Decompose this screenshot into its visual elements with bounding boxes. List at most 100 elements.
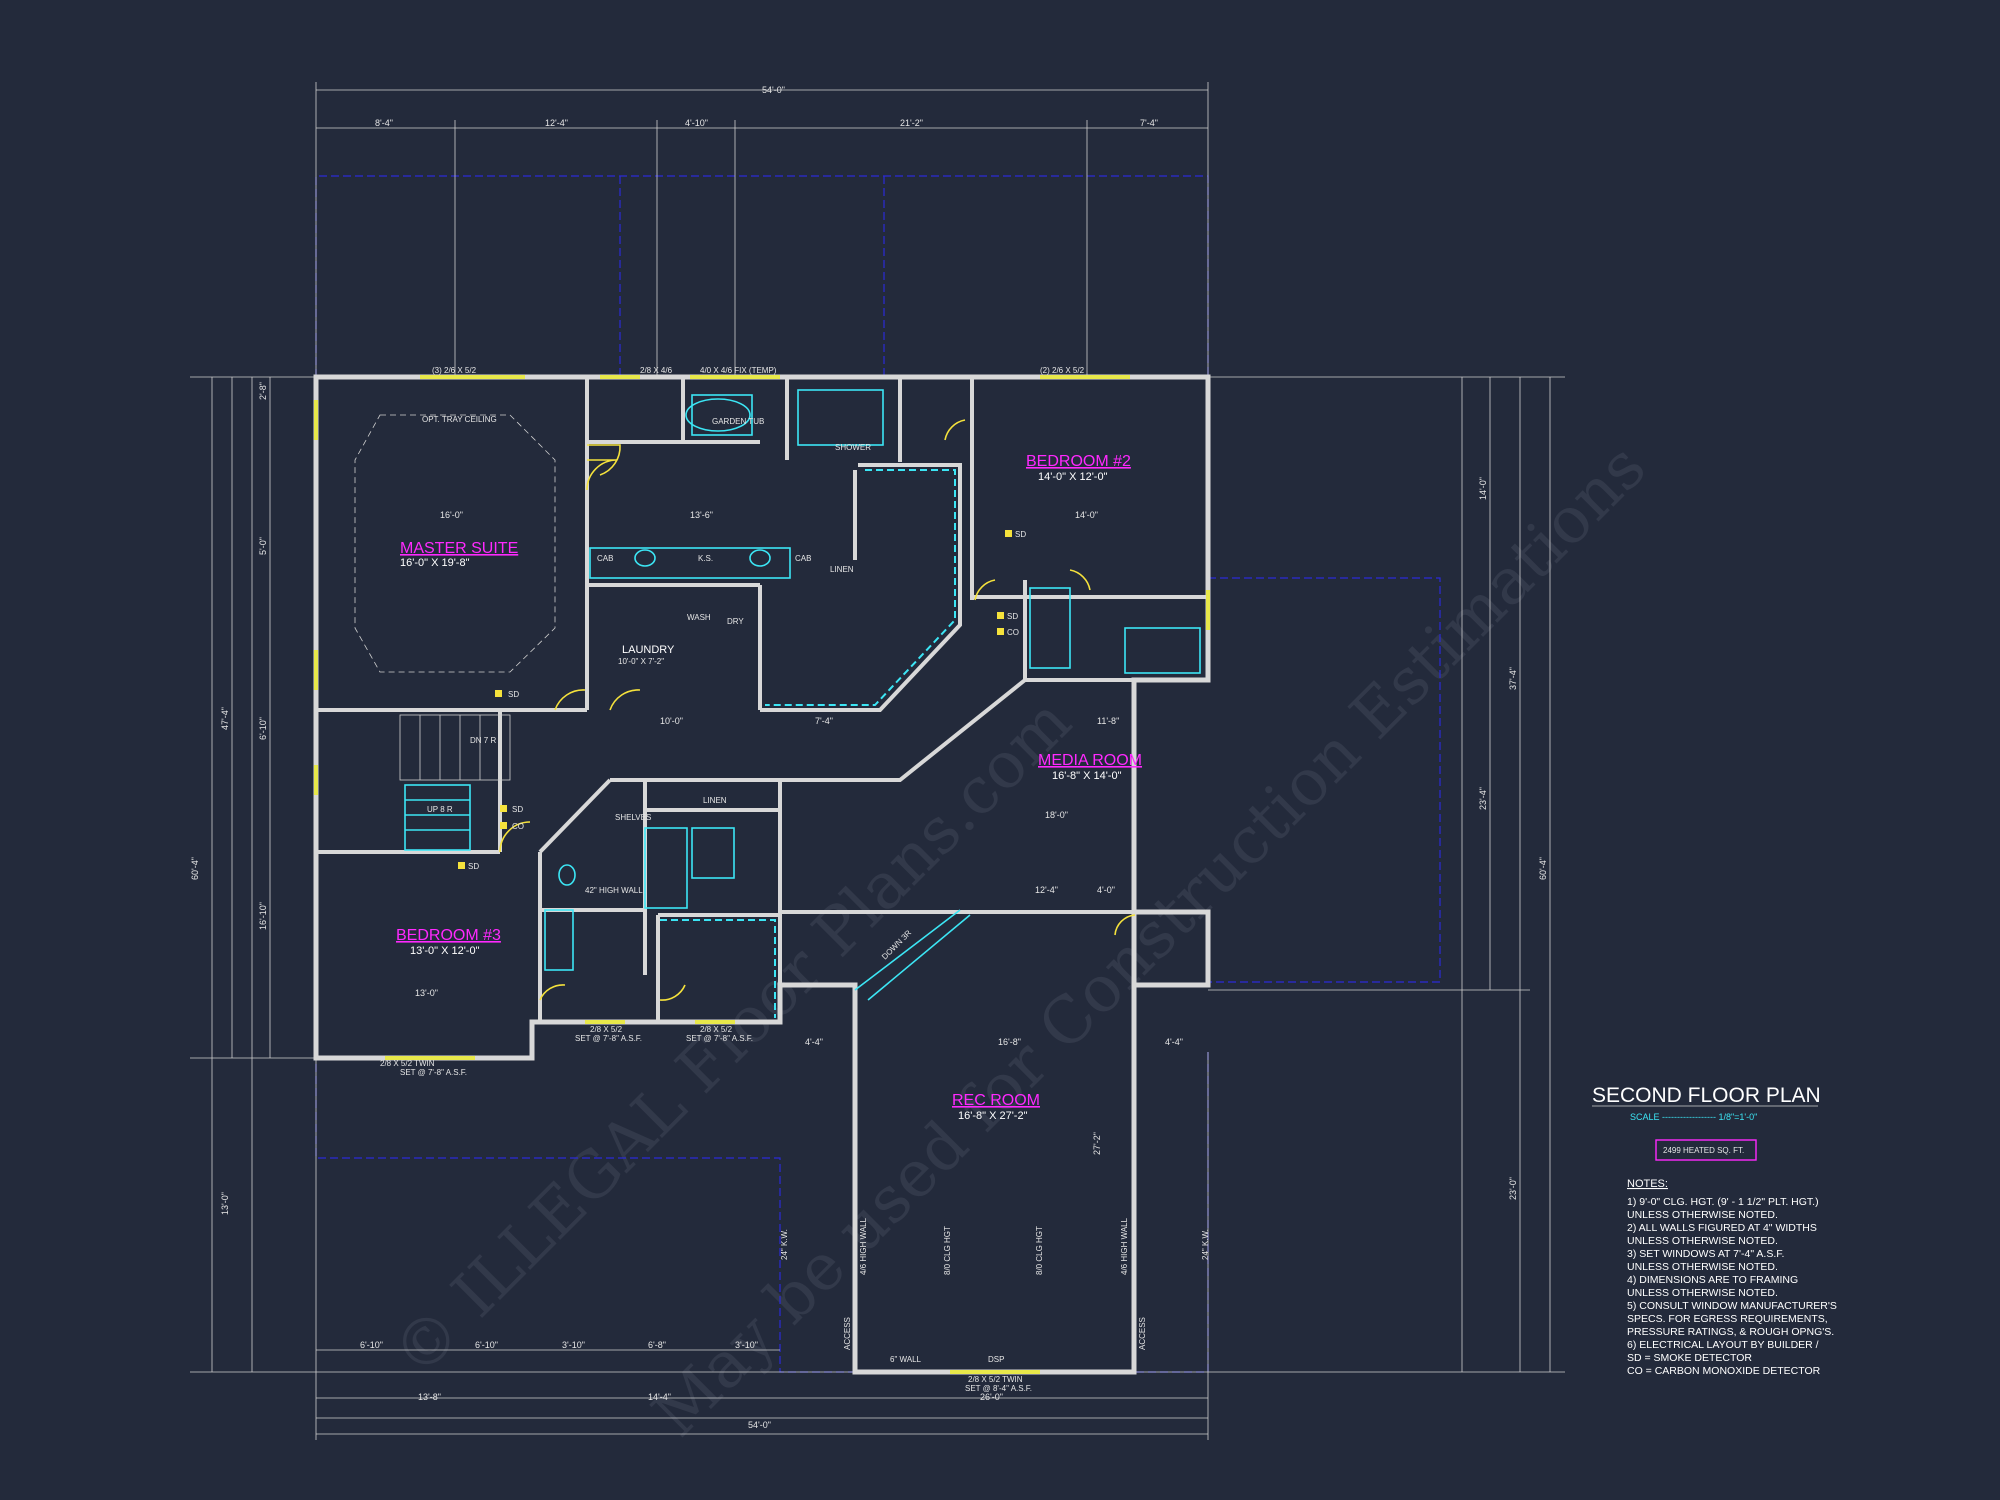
dim-bottom-8: 3'-10" — [735, 1340, 758, 1350]
lbl-window-8b: SET @ 8'-4" A.S.F. — [965, 1384, 1032, 1393]
dim-left-overall: 60'-4" — [190, 857, 200, 880]
note-line-10: SPECS. FOR EGRESS REQUIREMENTS, — [1627, 1313, 1828, 1325]
lbl-shower: SHOWER — [835, 443, 871, 452]
drawing-title: SECOND FLOOR PLAN — [1592, 1084, 1821, 1107]
dim-left-4: 5'-0" — [258, 537, 268, 555]
lbl-ks: K.S. — [698, 554, 713, 563]
dim-interior-5: 7'-4" — [815, 716, 833, 726]
dim-bottom-3: 26'-0" — [980, 1392, 1003, 1402]
lbl-wash: WASH — [687, 613, 711, 622]
notes-heading: NOTES: — [1627, 1178, 1668, 1190]
dim-bottom-4: 6'-10" — [360, 1340, 383, 1350]
lbl-window-7: 2/8 X 5/2 — [700, 1025, 733, 1034]
lbl-sd-2: SD — [512, 805, 523, 814]
room-name-bedroom2: BEDROOM #2 — [1026, 453, 1131, 470]
lbl-dry: DRY — [727, 617, 744, 626]
dim-interior-9: 13'-0" — [415, 988, 438, 998]
lbl-window-3: 4/0 X 4/6 FIX (TEMP) — [700, 366, 777, 375]
dim-top-5: 7'-4" — [1140, 118, 1158, 128]
note-line-8: UNLESS OTHERWISE NOTED. — [1627, 1287, 1778, 1299]
lbl-hw-right: 4/6 HIGH WALL — [1120, 1217, 1129, 1275]
room-name-bedroom3: BEDROOM #3 — [396, 927, 501, 944]
room-name-laundry: LAUNDRY — [622, 644, 675, 656]
lbl-sd-3: SD — [468, 862, 479, 871]
lbl-high-wall: 42" HIGH WALL — [585, 886, 643, 895]
room-size-bedroom2: 14'-0" X 12'-0" — [1038, 471, 1108, 483]
dim-right-overall: 60'-4" — [1538, 857, 1548, 880]
dim-bottom-6: 3'-10" — [562, 1340, 585, 1350]
tray-ceiling — [354, 414, 556, 673]
note-line-2: UNLESS OTHERWISE NOTED. — [1627, 1209, 1778, 1221]
lbl-sd-4: SD — [1015, 530, 1026, 539]
dim-left-7: 2'-8" — [258, 382, 268, 400]
dim-interior-6: 11'-8" — [1097, 716, 1119, 726]
lbl-sd-5: SD — [1007, 612, 1018, 621]
lbl-window-7b: SET @ 7'-8" A.S.F. — [686, 1034, 753, 1043]
note-line-1: 1) 9'-0" CLG. HGT. (9' - 1 1/2" PLT. HGT… — [1627, 1196, 1819, 1208]
note-line-4: UNLESS OTHERWISE NOTED. — [1627, 1235, 1778, 1247]
dim-top-4: 21'-2" — [900, 118, 923, 128]
lbl-linen-2: LINEN — [703, 796, 727, 805]
dim-left-5: 6'-10" — [258, 717, 268, 740]
lbl-up: UP 8 R — [427, 805, 453, 814]
room-size-bedroom3: 13'-0" X 12'-0" — [410, 945, 480, 957]
lbl-window-1: (3) 2/6 X 5/2 — [432, 366, 477, 375]
lbl-window-5b: SET @ 7'-8" A.S.F. — [400, 1068, 467, 1077]
dim-left-3: 13'-0" — [220, 1192, 230, 1215]
room-labels: MASTER SUITE 16'-0" X 19'-8" BEDROOM #2 … — [396, 453, 1142, 1122]
heated-area: 2499 HEATED SQ. FT. — [1663, 1146, 1744, 1155]
lbl-garden-tub: GARDEN TUB — [712, 417, 764, 426]
dim-overall-bottom: 54'-0" — [748, 1420, 771, 1430]
title-block: SECOND FLOOR PLAN SCALE ----------------… — [1592, 1084, 1837, 1377]
lbl-linen-1: LINEN — [830, 565, 854, 574]
watermark: © ILLEGAL Floor Plans.com May be used fo… — [379, 430, 1660, 1451]
lbl-access-right: ACCESS — [1138, 1317, 1147, 1350]
note-line-7: 4) DIMENSIONS ARE TO FRAMING — [1627, 1274, 1798, 1286]
lbl-kw-left: 24" K.W. — [780, 1229, 789, 1260]
dim-bottom-1: 13'-8" — [418, 1392, 441, 1402]
exterior-walls — [313, 374, 1211, 1375]
room-name-rec: REC ROOM — [952, 1092, 1040, 1109]
dim-interior-7: 18'-0" — [1045, 810, 1068, 820]
lbl-window-2: 2/8 X 4/6 — [640, 366, 673, 375]
note-line-5: 3) SET WINDOWS AT 7'-4" A.S.F. — [1627, 1248, 1784, 1260]
dim-right-2: 37'-4" — [1508, 667, 1518, 690]
dimension-texts: 54'-0" 8'-4" 12'-4" 4'-10" 21'-2" 7'-4" … — [190, 85, 1548, 1430]
lbl-co-2: CO — [1007, 628, 1019, 637]
dim-right-3: 23'-4" — [1478, 787, 1488, 810]
detectors — [458, 530, 1012, 869]
lbl-window-6b: SET @ 7'-8" A.S.F. — [575, 1034, 642, 1043]
dim-interior-14: 27'-2" — [1092, 1132, 1102, 1155]
dim-interior-4: 10'-0" — [660, 716, 683, 726]
room-name-media: MEDIA ROOM — [1038, 752, 1142, 769]
lbl-cab-2: CAB — [795, 554, 811, 563]
dim-interior-3: 14'-0" — [1075, 510, 1098, 520]
dim-left-6: 16'-10" — [258, 902, 268, 930]
dim-top-2: 12'-4" — [545, 118, 568, 128]
windows — [314, 375, 1210, 1374]
lbl-window-6: 2/8 X 5/2 — [590, 1025, 623, 1034]
bottom-dimension-lines — [190, 1052, 1565, 1440]
room-name-master: MASTER SUITE — [400, 540, 518, 557]
dim-left-2: 47'-4" — [220, 707, 230, 730]
drawing-scale: SCALE ------------------ 1/8"=1'-0" — [1630, 1112, 1757, 1122]
dim-bottom-5: 6'-10" — [475, 1340, 498, 1350]
lbl-dsp: DSP — [988, 1355, 1004, 1364]
dim-top-3: 4'-10" — [685, 118, 708, 128]
dim-overall-top: 54'-0" — [762, 85, 785, 95]
lbl-hw-left: 4/6 HIGH WALL — [859, 1217, 868, 1275]
lbl-clg-right: 8/0 CLG HGT — [1035, 1226, 1044, 1275]
lbl-co-1: CO — [512, 822, 524, 831]
room-size-media: 16'-8" X 14'-0" — [1052, 770, 1122, 782]
lbl-sd-1: SD — [508, 690, 519, 699]
note-line-11: PRESSURE RATINGS, & ROUGH OPNG'S. — [1627, 1326, 1834, 1338]
lbl-dn: DN 7 R — [470, 736, 496, 745]
dim-right-1: 14'-0" — [1478, 477, 1488, 500]
dim-interior-12: 4'-4" — [1165, 1037, 1183, 1047]
dim-interior-11: 4'-4" — [805, 1037, 823, 1047]
side-dimension-lines — [190, 376, 1565, 1372]
dim-bottom-7: 6'-8" — [648, 1340, 666, 1350]
lbl-kw-right: 24" K.W. — [1201, 1229, 1210, 1260]
dim-interior-1: 16'-0" — [440, 510, 463, 520]
